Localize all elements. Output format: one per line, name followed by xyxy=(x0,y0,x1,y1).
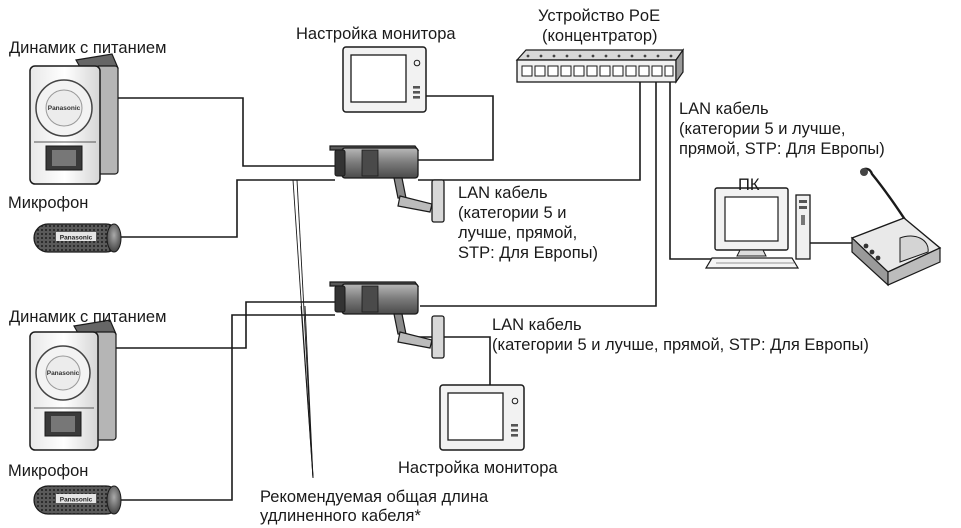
monitor-bottom-icon xyxy=(439,384,525,451)
lan-cable-bottom-label-line2: (категории 5 и лучше, прямой, STP: Для Е… xyxy=(492,336,869,354)
camera-top-icon xyxy=(329,145,445,223)
poe-hub-label-line2: (концентратор) xyxy=(542,27,658,45)
lan-cable-bottom-label-line1: LAN кабель xyxy=(492,316,582,334)
lan-cable-mid-label-line3: лучше, прямой, xyxy=(458,224,578,242)
speaker-bottom-brand: Panasonic xyxy=(47,370,80,377)
lan-cable-mid-label-line1: LAN кабель xyxy=(458,184,548,202)
monitor-bottom-label: Настройка монитора xyxy=(398,459,558,477)
monitor-top-cable xyxy=(405,95,494,161)
cables xyxy=(113,82,853,501)
camera-bottom-icon xyxy=(329,281,445,359)
powered-speaker-top-icon: Panasonic xyxy=(29,53,119,185)
monitor-top-icon xyxy=(342,46,427,113)
cable-length-pointer-4 xyxy=(304,305,314,479)
microphone-top-icon: Panasonic xyxy=(33,223,122,253)
pc-icon xyxy=(704,187,811,269)
speaker-top-brand: Panasonic xyxy=(48,105,81,112)
cable-length-pointer-3 xyxy=(300,305,314,479)
speaker-bottom-cable xyxy=(113,301,335,349)
cable-length-note-line1: Рекомендуемая общая длина xyxy=(260,488,489,506)
pc-label: ПК xyxy=(738,176,760,194)
lan-cable-bottom-camera xyxy=(420,82,657,307)
console-microphone-icon xyxy=(850,167,942,287)
lan-cable-pc xyxy=(669,82,715,260)
cable-length-note-line2: удлиненного кабеля* xyxy=(260,507,421,525)
lan-cable-right-label-line1: LAN кабель xyxy=(679,100,769,118)
lan-cable-mid-label-line2: (категории 5 и xyxy=(458,204,567,222)
monitor-top-label: Настройка монитора xyxy=(296,25,456,43)
powered-speaker-bottom-icon: Panasonic xyxy=(29,319,117,451)
speaker-bottom-label: Динамик с питанием xyxy=(9,308,167,326)
mic-top-brand: Panasonic xyxy=(60,235,93,242)
mic-bottom-label: Микрофон xyxy=(8,462,89,480)
speaker-top-cable xyxy=(118,97,335,167)
mic-top-label: Микрофон xyxy=(8,194,89,212)
lan-cable-right-label-line2: (категории 5 и лучше, xyxy=(679,120,846,138)
lan-cable-top-camera xyxy=(418,82,641,181)
poe-hub-icon xyxy=(515,48,685,84)
speaker-top-label: Динамик с питанием xyxy=(9,39,167,57)
mic-bottom-brand: Panasonic xyxy=(60,497,93,504)
microphone-bottom-icon: Panasonic xyxy=(33,485,122,515)
mic-bottom-cable xyxy=(120,314,335,501)
lan-cable-mid-label-line4: STP: Для Европы) xyxy=(458,244,598,262)
mic-top-cable xyxy=(120,179,335,238)
poe-hub-label-line1: Устройство PoE xyxy=(538,7,661,25)
lan-cable-right-label-line3: прямой, STP: Для Европы) xyxy=(679,140,885,158)
